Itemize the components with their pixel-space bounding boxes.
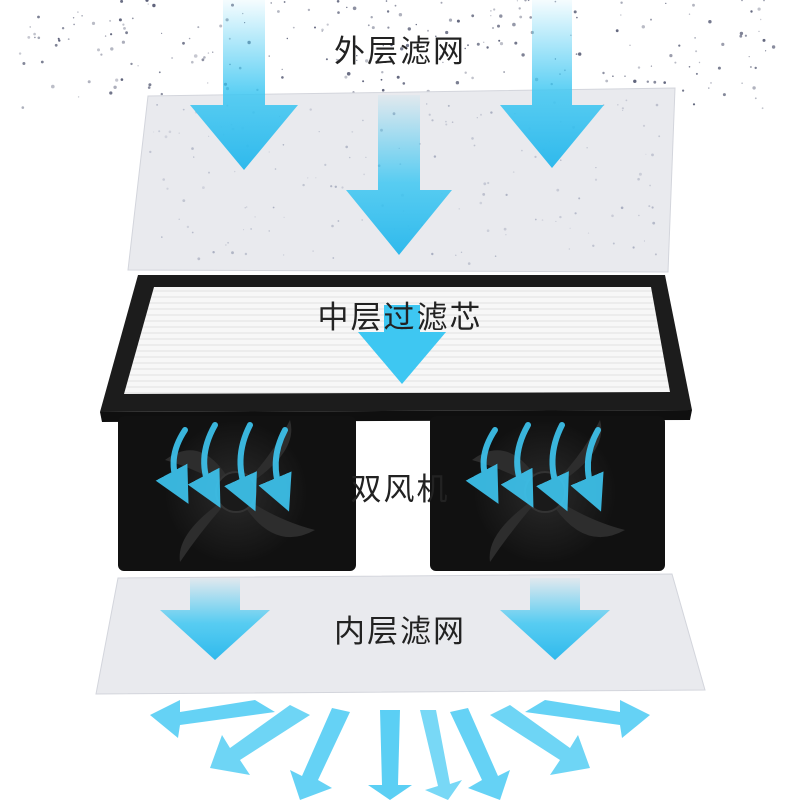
middle-filter-cartridge (100, 275, 692, 422)
arrow-icon (450, 708, 510, 800)
dual-fan-label: 双风机 (350, 472, 450, 508)
arrow-icon (150, 700, 275, 738)
right-fan (430, 416, 665, 571)
inner-filter-label: 内层滤网 (334, 614, 466, 650)
arrow-icon (290, 708, 350, 800)
middle-filter-label: 中层过滤芯 (317, 300, 483, 336)
arrow-icon (368, 710, 412, 800)
exhaust-arrows (150, 700, 650, 800)
intake-arrows (190, 0, 604, 255)
inner-filter-sheet (95, 573, 706, 695)
arrow-icon (490, 705, 590, 775)
down-arrow-icon (160, 578, 270, 660)
down-arrow-icon (358, 305, 446, 384)
down-arrow-icon (500, 0, 604, 168)
arrow-icon (525, 700, 650, 738)
left-fan (118, 416, 356, 571)
down-arrow-icon (190, 0, 298, 170)
down-arrow-icon (500, 578, 610, 660)
arrow-icon (420, 710, 462, 800)
outer-filter-label: 外层滤网 (334, 34, 466, 70)
arrow-icon (210, 705, 310, 775)
down-arrow-icon (346, 95, 452, 255)
